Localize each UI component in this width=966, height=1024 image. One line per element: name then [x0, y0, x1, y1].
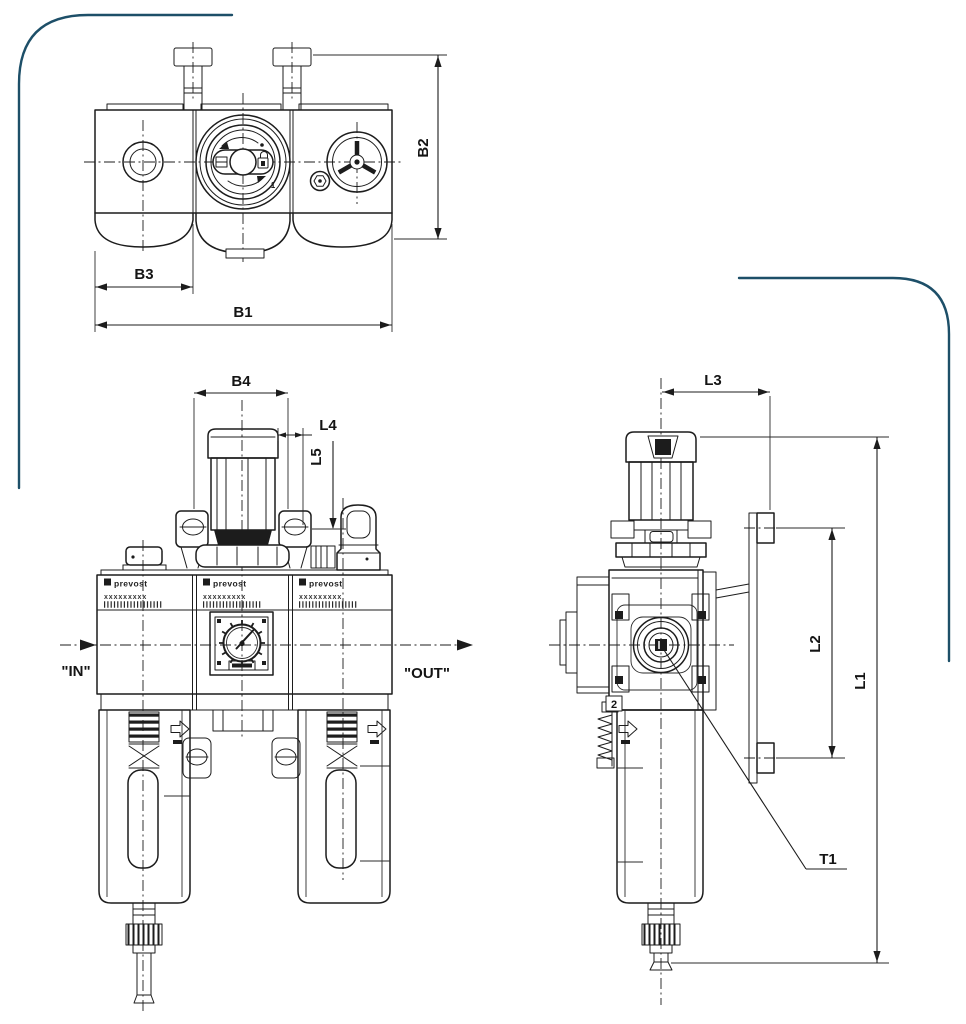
dimension-b3: B3 [94, 224, 194, 294]
dim-label-l4: L4 [319, 417, 337, 434]
gauge-needle [235, 629, 254, 650]
module-label-lubricator: prevost xxxxxxxxx [299, 578, 357, 608]
bowl-tag-label: 2 [611, 699, 617, 711]
flow-in: "IN" [61, 639, 96, 680]
flow-direction-icon [367, 720, 387, 744]
screw-boss [271, 737, 301, 779]
filter-top-cap [122, 546, 167, 571]
out-label: "OUT" [404, 665, 450, 682]
hex-screw-top [309, 170, 331, 192]
dimension-b2: B2 [313, 54, 447, 240]
mounting-screw [272, 47, 312, 111]
dimension-l4: L4 [277, 417, 337, 525]
regulator-knob-side [610, 431, 712, 568]
dimension-l1: L1 [671, 436, 889, 964]
dimension-b1: B1 [94, 224, 393, 332]
corner-decoration-top-left [17, 13, 234, 490]
dimension-l5: L5 [308, 441, 346, 530]
dim-label-b3: B3 [134, 266, 153, 283]
sight-glass [127, 769, 159, 869]
mounting-screw [173, 47, 213, 111]
regulator-knob [207, 428, 279, 545]
screw-boss [182, 737, 212, 779]
drain-valve [641, 902, 681, 971]
brand-text: prevost [309, 579, 343, 589]
code-text: xxxxxxxxx [104, 594, 147, 601]
top-view-body [94, 103, 393, 259]
bracket-tab [756, 742, 775, 774]
ribbed-block [310, 545, 336, 569]
out-arrow-icon [457, 639, 473, 651]
lubricator-bowl [297, 709, 391, 904]
wall-bracket [715, 512, 775, 784]
dim-label-b4: B4 [231, 373, 251, 390]
module-label-regulator: prevost xxxxxxxxx [203, 578, 261, 608]
top-view: 1 B2 [84, 42, 447, 332]
dim-label-l3: L3 [704, 372, 722, 389]
dimension-l3: L3 [662, 372, 771, 510]
dim-label-b1: B1 [233, 304, 252, 321]
dimension-l2: L2 [776, 527, 845, 759]
dim-label-l1: L1 [852, 672, 869, 690]
dim-label-b2: B2 [415, 138, 432, 157]
lubricator-dome [336, 504, 381, 571]
bracket-tab [756, 512, 775, 544]
side-body [559, 569, 717, 711]
front-view: prevost xxxxxxxxx prevost xxxxxxxxx prev… [60, 373, 473, 1012]
code-text: xxxxxxxxx [203, 594, 246, 601]
side-bowl: 2 [596, 695, 704, 971]
dim-label-l5: L5 [308, 448, 325, 466]
knob-lock-ring [195, 544, 290, 568]
bowl-tag: 2 [605, 695, 623, 712]
filter-bowl [98, 709, 191, 1004]
drain-valve [125, 902, 163, 1004]
knob-mark-label: 1 [271, 181, 276, 190]
dim-label-l2: L2 [807, 635, 824, 653]
bowl-clamp [596, 701, 619, 769]
side-port [632, 616, 690, 674]
corner-decoration-right [737, 276, 951, 663]
leader-t1: T1 [663, 649, 847, 870]
flow-direction-icon [170, 720, 190, 744]
flow-out: "OUT" [404, 639, 473, 682]
flow-direction-icon [618, 720, 638, 744]
brand-text: prevost [114, 579, 148, 589]
gauge-module-underside [212, 709, 274, 732]
sight-glass [325, 769, 357, 869]
dimension-b4: B4 [193, 373, 289, 509]
code-text: xxxxxxxxx [299, 594, 342, 601]
brand-text: prevost [213, 579, 247, 589]
module-label-filter: prevost xxxxxxxxx [104, 578, 162, 608]
side-view: 2 L3 [549, 372, 889, 1005]
in-label: "IN" [61, 663, 90, 680]
regulator-knob-top: 1 [195, 114, 291, 210]
filter-port-top [122, 141, 164, 183]
rotate-arc [221, 137, 259, 147]
pressure-gauge [209, 611, 274, 676]
in-arrow-icon [80, 639, 96, 651]
leader-label-t1: T1 [819, 851, 837, 868]
lock-icon [257, 151, 269, 169]
lubricator-cap-top [326, 131, 388, 193]
